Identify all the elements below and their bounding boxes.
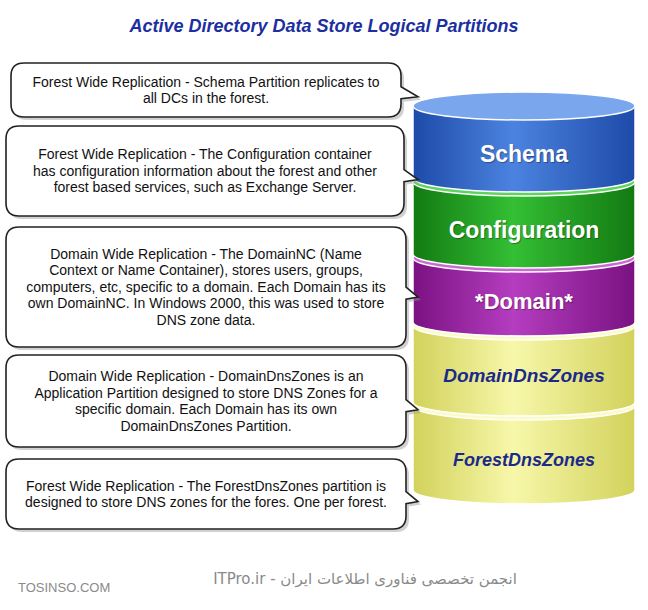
band-top	[413, 168, 635, 196]
callout-box: Forest Wide Replication - The Configurat…	[5, 125, 405, 217]
band-label: DomainDnsZones	[443, 365, 605, 387]
watermark: انجمن تخصصی فناوری اطلاعات ایران - ITPro…	[200, 570, 530, 588]
callout-text: Forest Wide Replication - The Configurat…	[5, 146, 405, 196]
band-top	[413, 392, 635, 420]
callout-border	[6, 355, 418, 447]
callout-inner: Forest Wide Replication - Schema Partiti…	[10, 62, 402, 118]
callout-inner: Forest Wide Replication - The ForestDnsZ…	[5, 458, 407, 530]
diagram-title: Active Directory Data Store Logical Part…	[0, 16, 648, 37]
watermark: TOSINSO.COM	[18, 580, 110, 595]
callout-box: Forest Wide Replication - The ForestDnsZ…	[5, 458, 407, 530]
band-inner: Schema	[413, 120, 635, 188]
callout-box: Domain Wide Replication - The DomainNC (…	[5, 226, 407, 348]
callout-box: Domain Wide Replication - DomainDnsZones…	[5, 354, 407, 448]
band-inner: *Domain*	[413, 272, 635, 332]
band-label: *Domain*	[475, 289, 573, 315]
band-inner: Configuration	[413, 196, 635, 264]
callout-border	[6, 126, 418, 216]
callout-border	[11, 63, 418, 117]
callout-border	[6, 459, 418, 529]
band-label: Schema	[480, 141, 568, 168]
callout-text: Forest Wide Replication - Schema Partiti…	[10, 74, 402, 107]
band-inner: ForestDnsZones	[413, 420, 635, 500]
band-label: Configuration	[449, 217, 600, 244]
band-top	[413, 92, 635, 120]
band-top	[413, 244, 635, 272]
callout-text: Domain Wide Replication - The DomainNC (…	[5, 246, 407, 329]
callout-text: Domain Wide Replication - DomainDnsZones…	[5, 368, 407, 434]
callout-inner: Forest Wide Replication - The Configurat…	[5, 125, 405, 217]
callout-text: Forest Wide Replication - The ForestDnsZ…	[5, 478, 407, 511]
callout-inner: Domain Wide Replication - The DomainNC (…	[5, 226, 407, 348]
callout-inner: Domain Wide Replication - DomainDnsZones…	[5, 354, 407, 448]
band-top	[413, 312, 635, 340]
callout-border	[6, 227, 418, 347]
band-label: ForestDnsZones	[453, 450, 595, 471]
callout-box: Forest Wide Replication - Schema Partiti…	[10, 62, 402, 118]
band-inner: DomainDnsZones	[413, 340, 635, 412]
cylinder-band: Schema	[413, 92, 635, 192]
